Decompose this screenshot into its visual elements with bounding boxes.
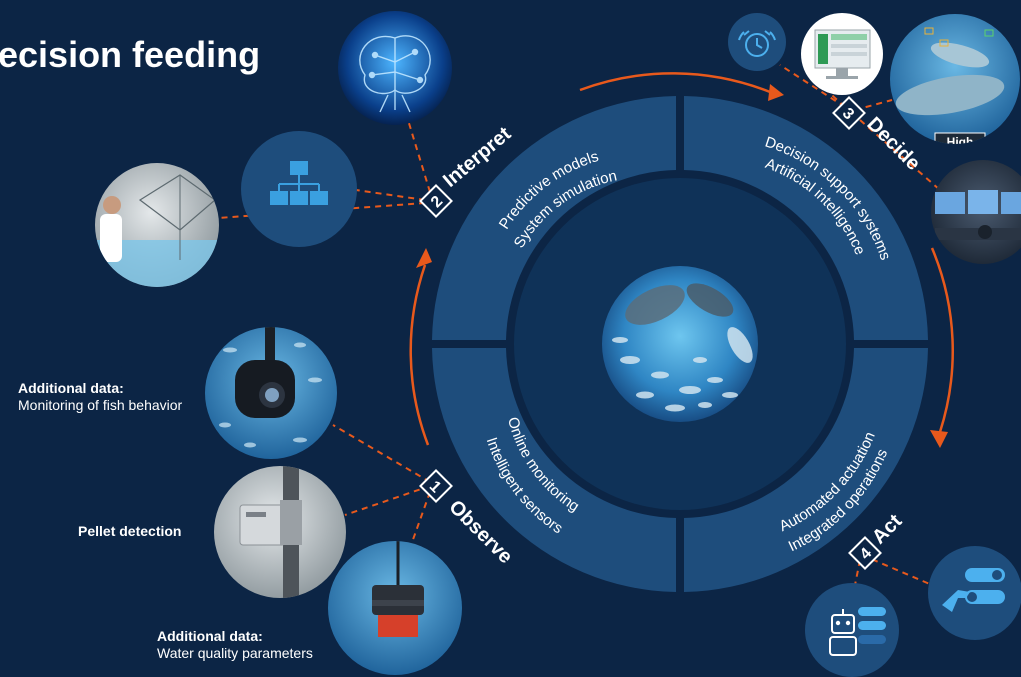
- touch-toggle-icon: [942, 568, 1005, 612]
- step-badge-2: 2: [419, 184, 453, 218]
- pellet-detection-label: Pellet detection: [78, 523, 208, 540]
- page-title: ecision feeding: [0, 34, 260, 75]
- brain-circuit-image: [338, 11, 452, 125]
- arrow-interpret-to-decide: [579, 72, 771, 94]
- fish-behavior-heading: Additional data:: [18, 380, 124, 396]
- fish-behavior-label: Additional data: Monitoring of fish beha…: [18, 380, 208, 414]
- water-quality-heading: Additional data:: [157, 628, 263, 644]
- ring-quadrant-act: [684, 348, 928, 592]
- arrow-decide-to-act: [930, 247, 954, 433]
- pellet-detector-image: [214, 466, 346, 598]
- step-label-act: Act: [868, 510, 907, 549]
- fish-behavior-text: Monitoring of fish behavior: [18, 397, 183, 413]
- camera-fish-image: [205, 327, 337, 459]
- high-badge-text: High: [947, 135, 974, 149]
- alarm-clock-icon-circle: [728, 13, 786, 71]
- step-badge-3: 3: [832, 96, 866, 130]
- water-sensor-image: [328, 541, 462, 675]
- cycle-arrows: [409, 72, 954, 448]
- ring-quadrant-decide: [684, 96, 928, 340]
- ring-quadrant-observe: [432, 348, 676, 592]
- touch-toggle-icon-circle: [928, 546, 1021, 640]
- hierarchy-icon-circle: [241, 131, 357, 247]
- brain-icon: [359, 35, 431, 113]
- step-badge-4: 4: [848, 536, 882, 570]
- robot-icon: [829, 607, 886, 656]
- salmon-image: High: [890, 14, 1020, 149]
- control-room-image: [931, 160, 1021, 264]
- hierarchy-icon: [270, 161, 328, 205]
- alarm-clock-icon: [738, 30, 776, 57]
- ring-quadrant-interpret: [432, 96, 676, 340]
- water-quality-label: Additional data: Water quality parameter…: [157, 628, 332, 662]
- person-net-image: [95, 163, 219, 287]
- water-quality-text: Water quality parameters: [157, 645, 313, 661]
- arrow-observe-to-interpret: [409, 264, 430, 446]
- dashboard-screen-image: [801, 13, 883, 95]
- robot-icon-circle: [805, 583, 899, 677]
- step-badge-1: 1: [419, 469, 453, 503]
- center-fish-image: [602, 266, 758, 422]
- pellet-detection-heading: Pellet detection: [78, 523, 182, 539]
